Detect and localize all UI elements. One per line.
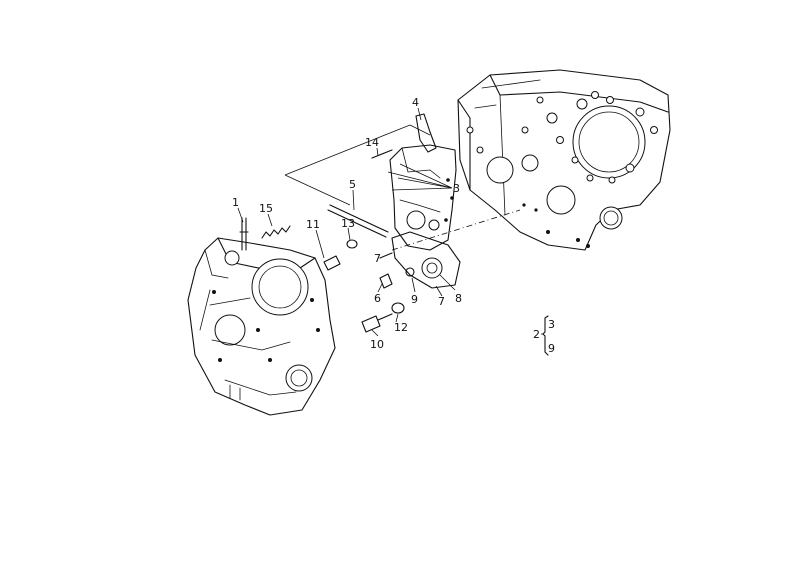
bolt-ten	[361, 313, 393, 333]
lever	[415, 113, 437, 153]
leader-lines	[237, 107, 456, 337]
washer-twelve	[391, 302, 405, 314]
callout-1: 1	[232, 196, 239, 209]
callout-7-lower: 7	[438, 295, 445, 308]
callout-7-upper: 7	[374, 252, 381, 265]
legend-parent-number: 2	[533, 328, 540, 341]
callout-12: 12	[394, 321, 408, 334]
washer-thirteen	[346, 239, 358, 249]
legend-brace	[542, 315, 549, 356]
screw-fourteen	[371, 149, 393, 159]
bolt-eleven	[323, 255, 341, 271]
governor-bracket	[389, 144, 457, 251]
callout-5: 5	[349, 178, 356, 191]
engine-block	[457, 69, 671, 251]
screw-seven	[379, 252, 393, 259]
callout-9: 9	[411, 293, 418, 306]
legend-child-3: 3	[548, 318, 555, 331]
callout-4: 4	[412, 96, 419, 109]
nut-seven	[405, 267, 415, 277]
callout-14: 14	[365, 136, 379, 149]
callout-6: 6	[374, 292, 381, 305]
bracket-outline-lines	[284, 124, 431, 206]
governor-spring	[261, 225, 291, 239]
gear-case-cover	[187, 237, 336, 416]
bolt-six	[379, 273, 393, 289]
stud	[239, 217, 249, 251]
parts-grouping-legend: 2 3 9	[533, 315, 555, 356]
callout-11: 11	[306, 218, 320, 231]
callout-10: 10	[370, 338, 384, 351]
governor-housing	[391, 231, 461, 289]
callout-13: 13	[341, 217, 355, 230]
callout-labels: 1 15 11 13 5 14 4 3 7 6 9 7 8 12 10	[232, 96, 462, 351]
assembly-line	[391, 209, 521, 251]
governor-shaft	[327, 204, 389, 238]
legend-child-9: 9	[548, 342, 555, 355]
callout-3: 3	[453, 182, 460, 195]
callout-15: 15	[259, 202, 273, 215]
callout-8: 8	[455, 292, 462, 305]
